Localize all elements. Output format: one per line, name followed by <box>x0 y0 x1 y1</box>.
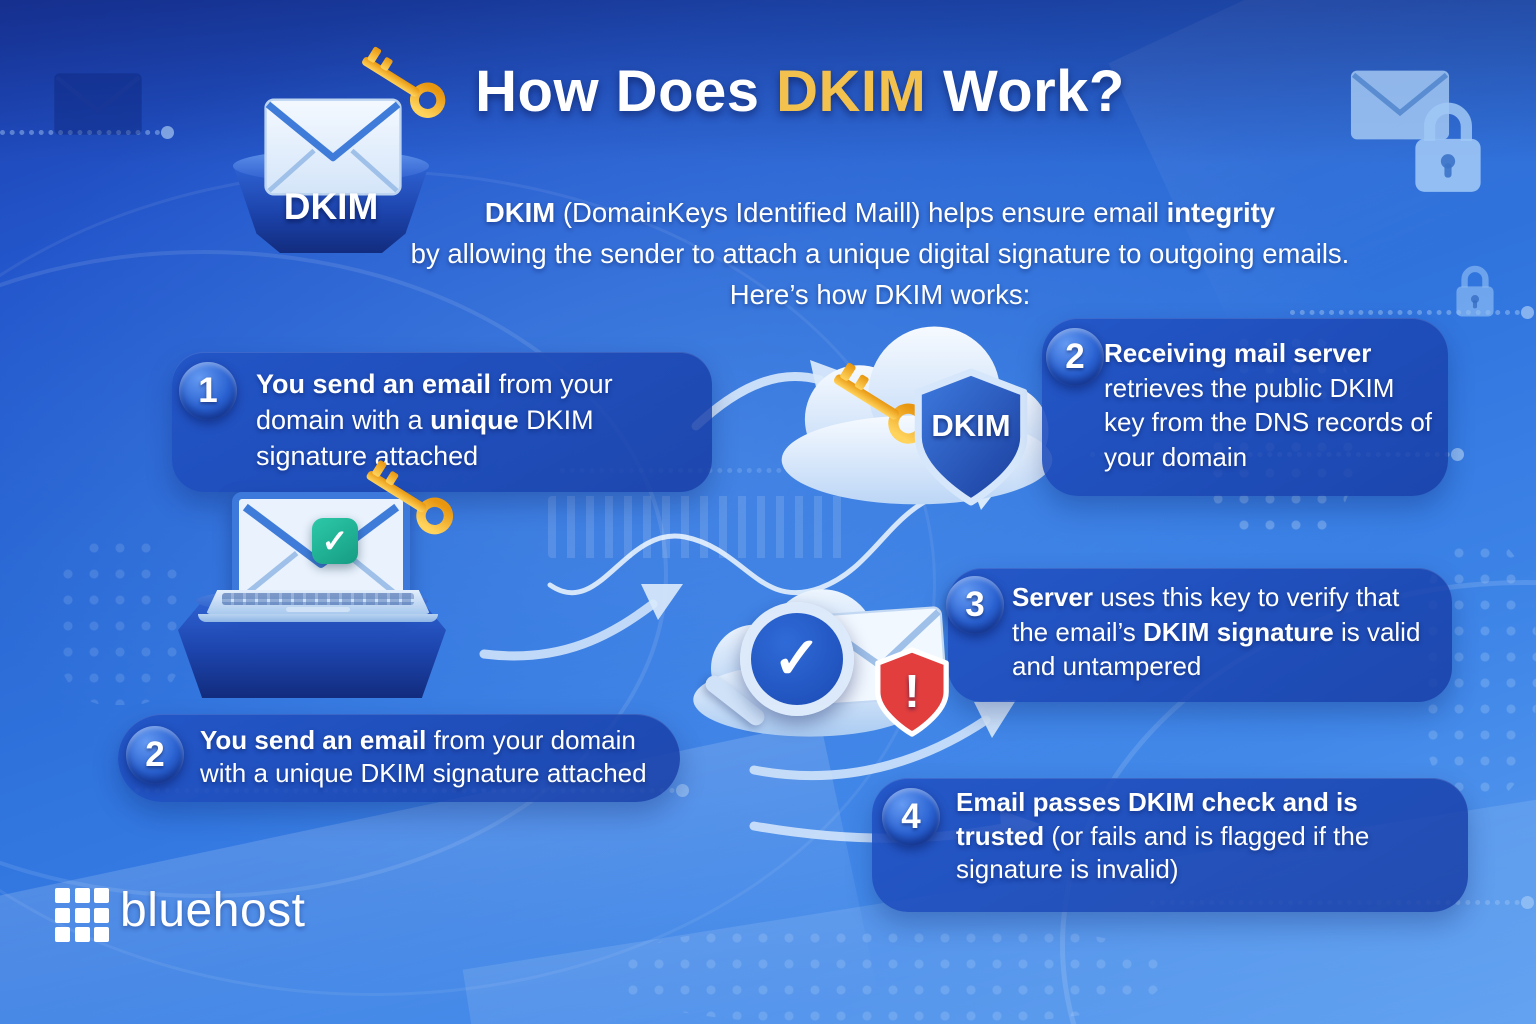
step-number-text: 4 <box>901 797 921 836</box>
title-text: How Does <box>475 59 777 124</box>
step-3-box <box>948 568 1452 702</box>
step-1-number: 1 <box>179 362 237 420</box>
key-icon <box>362 46 446 118</box>
bar-pattern <box>548 496 848 558</box>
step-plain: from your domain with a <box>256 369 613 435</box>
step-2b-number: 2 <box>126 726 184 784</box>
laptop-base <box>198 614 438 622</box>
step-4-box <box>872 778 1468 912</box>
step-4-text: Email passes DKIM check and is trusted (… <box>956 786 1451 887</box>
intro-line-3: Here’s how DKIM works: <box>729 279 1031 310</box>
step-bold: Receiving mail server <box>1104 338 1372 368</box>
step-1-text: You send an email from your domain with … <box>256 366 641 474</box>
step-plain: from your domain with a unique DKIM sign… <box>200 725 647 788</box>
step-2b-box <box>118 714 680 802</box>
laptop-touchpad <box>286 607 350 612</box>
shield-label: DKIM <box>931 408 1011 443</box>
envelope-icon <box>264 98 402 196</box>
step-bold: Server <box>1012 582 1093 612</box>
step-plain: retrieves the public DKIM key from the D… <box>1104 372 1432 472</box>
warning-shield-icon <box>875 647 949 737</box>
check-badge-icon: ✓ <box>312 518 358 564</box>
badge-label: DKIM <box>283 186 379 227</box>
logo-grid-icon <box>55 888 109 942</box>
intro-line-2: by allowing the sender to attach a uniqu… <box>410 238 1350 269</box>
check-glyph: ✓ <box>772 626 822 691</box>
step-2b-text: You send an email from your domain with … <box>200 724 680 790</box>
step-bold: You send an email <box>256 369 492 399</box>
step-plain: (or fails and is flagged if the signatur… <box>956 820 1370 885</box>
step-3-text: Server uses this key to verify that the … <box>1012 580 1442 684</box>
intro-line-1: DKIM (DomainKeys Identified Maill) helps… <box>330 192 1430 233</box>
step-plain: DKIM signature attached <box>256 405 594 471</box>
step-plain: uses this key to verify that the email’s <box>1012 582 1400 647</box>
step-bold: DKIM signature <box>1143 616 1334 647</box>
step-number-text: 3 <box>965 585 985 624</box>
intro-paragraph: DKIM (DomainKeys Identified Maill) helps… <box>330 192 1430 315</box>
step-plain: is valid and untampered <box>1012 616 1421 682</box>
shield-icon <box>914 368 1028 506</box>
key-icon <box>366 460 454 535</box>
arrow-icon <box>749 700 1016 781</box>
check-glyph: ✓ <box>321 523 349 559</box>
intro-bold: integrity <box>1166 197 1276 228</box>
step-2-text: Receiving mail server retrieves the publ… <box>1104 336 1434 474</box>
dotted-line <box>0 126 174 139</box>
step-bold: You send an email <box>200 725 427 755</box>
intro-bold: DKIM <box>484 197 556 228</box>
laptop-keys <box>222 593 414 605</box>
step-2-number: 2 <box>1046 328 1104 386</box>
step-2-box <box>1042 318 1448 496</box>
title-highlight: DKIM <box>776 59 927 124</box>
padlock-icon <box>1415 102 1481 192</box>
step-bold: unique <box>430 405 519 435</box>
step-bold: Email passes DKIM check and is trusted <box>956 787 1358 851</box>
step-4-number: 4 <box>882 788 940 846</box>
intro-text: (DomainKeys Identified Maill) helps ensu… <box>555 197 1167 228</box>
magnifier-check-icon: ✓ <box>740 602 854 716</box>
warning-glyph: ! <box>904 665 920 717</box>
step-number-text: 2 <box>1065 337 1085 376</box>
step-3-number: 3 <box>946 576 1004 634</box>
page-title: How Does DKIM Work? <box>420 58 1180 125</box>
step-number-text: 1 <box>198 371 218 410</box>
arrow-icon <box>479 584 683 661</box>
title-text: Work? <box>926 59 1125 124</box>
step-number-text: 2 <box>145 735 165 774</box>
step-1-box <box>172 352 712 492</box>
envelope-icon <box>54 73 142 135</box>
padlock-icon <box>1456 265 1494 317</box>
dotted-line <box>1290 306 1534 319</box>
logo-wordmark: bluehost <box>120 884 306 937</box>
